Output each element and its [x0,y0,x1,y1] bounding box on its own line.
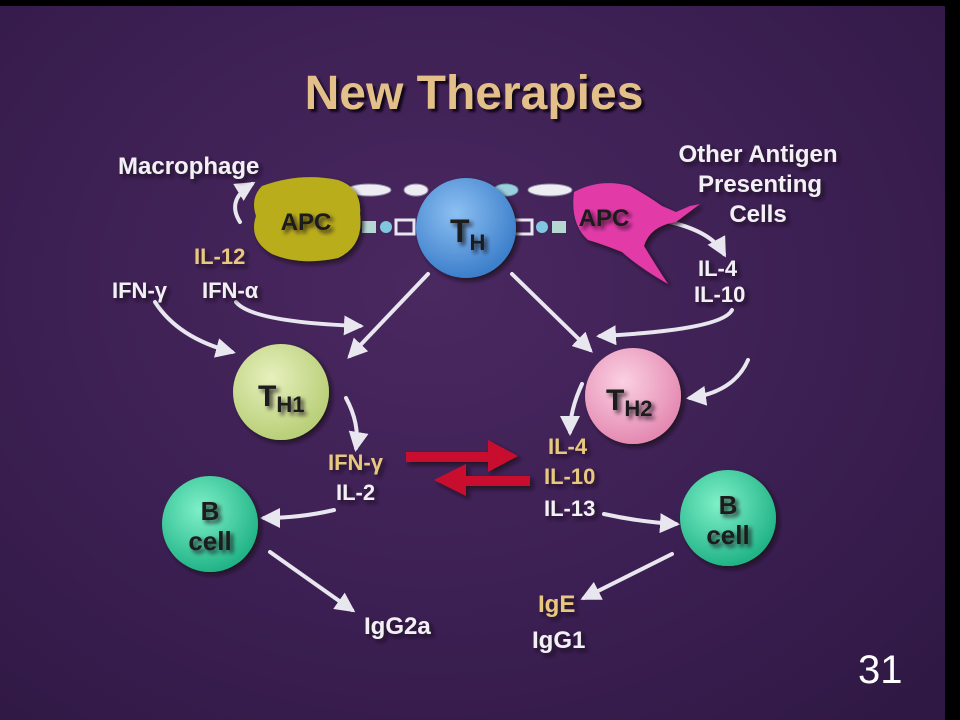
il4-top-label: IL-4 [698,256,738,281]
cross-inhibition-arrows [406,440,530,496]
top-border [0,0,960,6]
arrow-th-to-th1 [347,272,430,359]
th1-cell [233,344,329,440]
ifn-alpha-label: IFN-α [202,278,259,303]
th1-main: T [258,380,276,413]
th1-sub: H1 [276,392,304,417]
arrow-il2-to-bcell [260,507,336,528]
il10-th2-label: IL-10 [544,464,595,489]
apc-left-label: APC [281,209,332,236]
th-main: T [450,213,470,249]
igg1-label: IgG1 [532,627,585,654]
pathway-arrows [153,181,750,613]
slide-number: 31 [858,648,903,692]
inhibit-arrow-left [434,464,530,496]
arrow-macrophage-to-apc [233,181,256,224]
th2-cell [585,348,681,444]
arrow-th2-line [560,382,584,436]
il2-label: IL-2 [336,480,375,505]
inhibit-arrow-right [406,440,518,472]
slide-title: New Therapies [304,67,644,120]
right-border [945,0,960,720]
other-apc-label-line1: Other Antigen [678,141,837,168]
arrow-th1-line [344,396,369,452]
arrow-cells-to-th2 [686,358,750,406]
macrophage-label: Macrophage [118,153,259,180]
il12-label: IL-12 [194,244,245,269]
arrow-il13-to-bcell [602,512,680,534]
igg2a-label: IgG2a [364,613,431,640]
ifn-gamma-left-label: IFN-γ [112,278,168,303]
th-cell [416,178,516,278]
th1-label: TH1 [258,380,304,417]
macrophage-apc-cell [254,177,361,262]
arrow-il10-to-th2 [596,308,734,346]
ige-label: IgE [538,591,575,618]
receptor-connectors [346,183,573,236]
diagram-labels: Macrophage APC APC TH Other Antigen Pres… [112,141,838,654]
th2-label: TH2 [606,384,652,421]
apc-right-label: APC [579,205,630,232]
th2-sub: H2 [624,396,652,421]
il10-top-label: IL-10 [694,282,745,307]
arrow-apc-to-il4 [668,220,726,258]
other-apc-cell [573,183,700,284]
ifn-gamma-th1-label: IFN-γ [328,450,384,475]
th-label: TH [450,213,485,255]
th2-main: T [606,384,624,417]
other-apc-label-line3: Cells [729,201,786,228]
il4-th2-label: IL-4 [548,434,588,459]
b-cell-right-label-line2: cell [706,520,749,550]
arrow-ifng-to-th1 [153,300,236,358]
b-cell-left-label-line1: B [201,496,220,526]
th-sub: H [470,230,486,255]
arrow-ifna-to-th1 [234,300,364,336]
b-cell-right [680,470,776,566]
il13-label: IL-13 [544,496,595,521]
other-apc-label-line2: Presenting [698,171,822,198]
arrow-bcell-to-ige [580,552,674,600]
b-cell-left [162,476,258,572]
b-cell-left-label-line2: cell [188,526,231,556]
b-cell-right-label-line1: B [719,490,738,520]
arrow-bcell-to-igg2a [268,550,356,613]
arrow-th-to-th2 [510,272,593,353]
